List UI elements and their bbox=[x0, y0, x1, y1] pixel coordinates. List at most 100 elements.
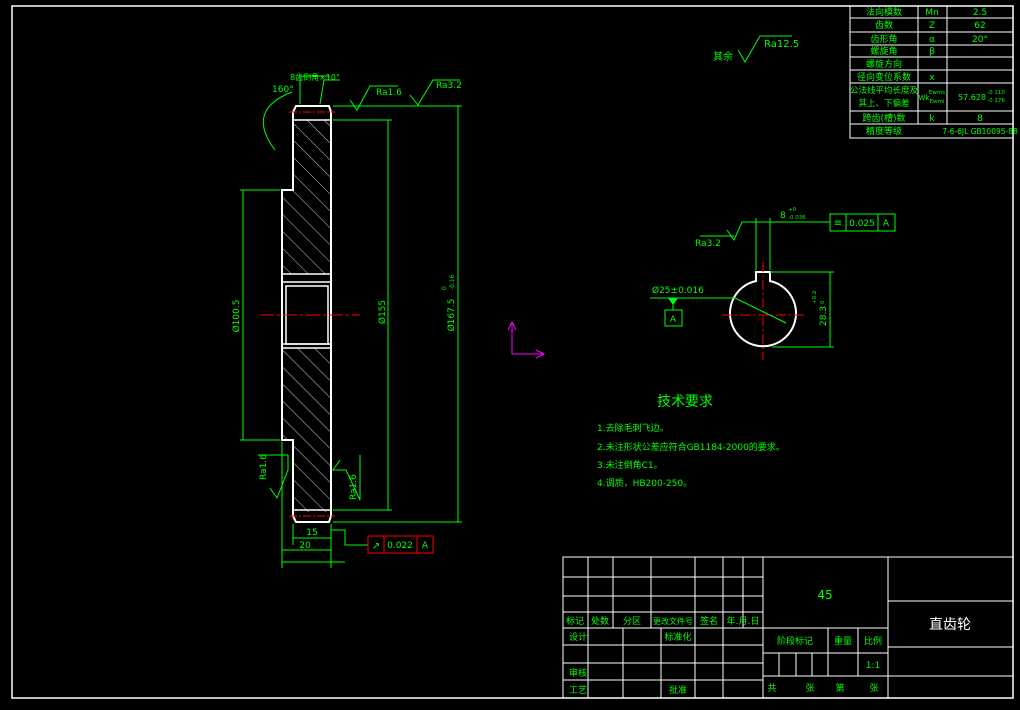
surface-rest-annotation: 其余 Ra12.5 bbox=[713, 35, 799, 63]
param-sym-6: Wk bbox=[919, 94, 931, 102]
tech-req-item-1: 1.去除毛刺飞边。 bbox=[597, 422, 669, 434]
param-name-1: 齿数 bbox=[875, 19, 893, 31]
drawing-border bbox=[11, 5, 1014, 699]
param-val-6: 57.628 bbox=[958, 93, 986, 102]
sheet-total: 共 bbox=[767, 683, 776, 694]
gear-dimension-text: Ø100.5 Ø155 Ø167.5 0 -0.16 8齿倒角×10° 160°… bbox=[231, 72, 462, 551]
param-name-3: 螺旋角 bbox=[870, 45, 897, 57]
technical-requirements: 技术要求 1.去除毛刺飞边。 2.未注形状公差应符合GB1184-2000的要求… bbox=[597, 394, 785, 489]
params-table-text: 法向模数 Mn 2.5 齿数 Z 62 齿形角 α 20° 螺旋角 β 螺旋方向… bbox=[850, 6, 1018, 137]
ucs-icon bbox=[507, 320, 546, 359]
param-val-1: 62 bbox=[974, 21, 985, 31]
tech-req-title: 技术要求 bbox=[657, 394, 713, 410]
scale-label: 比例 bbox=[864, 635, 882, 647]
param-sym-2: α bbox=[929, 35, 935, 45]
dim-d100: Ø100.5 bbox=[231, 300, 242, 333]
param-val-6-lo: -0.176 bbox=[987, 98, 1005, 104]
keyway-ra: Ra3.2 bbox=[695, 239, 721, 249]
row-check: 审核 bbox=[569, 667, 587, 679]
scale-value: 1:1 bbox=[866, 661, 880, 671]
symmetry-tolerance-frame: ≡ 0.025 A bbox=[829, 213, 896, 232]
hatch-lower-rim bbox=[293, 440, 331, 512]
title-block-text: 45 直齿轮 标记 处数 分区 更改文件号 签名 年.月.日 设计 标准化 审核… bbox=[566, 588, 971, 696]
header-col-4: 签名 bbox=[700, 615, 718, 627]
param-name-8: 精度等级 bbox=[866, 125, 902, 137]
row-approve: 批准 bbox=[669, 684, 687, 696]
surface-rest-value: Ra12.5 bbox=[764, 39, 799, 50]
param-sym-5: x bbox=[929, 73, 935, 83]
angle-160: 160° bbox=[272, 85, 294, 95]
sheet-unit-1: 张 bbox=[805, 683, 814, 694]
runout-value: 0.022 bbox=[387, 541, 413, 551]
dim-keyway-8-tol-lo: -0.036 bbox=[788, 215, 806, 221]
params-table bbox=[849, 5, 1014, 139]
keyway-view bbox=[722, 262, 806, 360]
sheet-no: 第 bbox=[835, 682, 844, 694]
tech-req-item-3: 3.未注倒角C1。 bbox=[597, 459, 663, 471]
param-name-5: 径向变位系数 bbox=[857, 71, 911, 83]
ra-left: Ra1.6 bbox=[259, 454, 269, 480]
header-col-3: 更改文件号 bbox=[653, 616, 693, 626]
symmetry-symbol: ≡ bbox=[834, 218, 842, 229]
param-name-7: 跨齿(槽)数 bbox=[862, 112, 905, 124]
symmetry-value: 0.025 bbox=[849, 219, 875, 229]
surface-rest-prefix: 其余 bbox=[713, 50, 733, 63]
param-sym-0: Mn bbox=[925, 8, 938, 18]
dim-20: 20 bbox=[299, 541, 311, 551]
param-val-8: 7-6-6JL GB10095-88 bbox=[942, 127, 1018, 136]
param-name-0: 法向模数 bbox=[866, 6, 902, 18]
row-design: 设计 bbox=[569, 631, 587, 643]
dim-d155: Ø155 bbox=[377, 300, 388, 324]
param-sym-6b: Ewms bbox=[929, 90, 945, 96]
param-sym-1: Z bbox=[929, 21, 935, 31]
header-col-0: 标记 bbox=[566, 615, 584, 627]
chamfer-note: 8齿倒角×10° bbox=[290, 72, 340, 82]
tech-req-item-2: 2.未注形状公差应符合GB1184-2000的要求。 bbox=[597, 441, 785, 453]
row-standard: 标准化 bbox=[664, 631, 691, 643]
symmetry-datum: A bbox=[883, 219, 890, 229]
dim-283-tol-lo: 0 bbox=[820, 300, 826, 304]
tech-req-item-4: 4.调质，HB200-250。 bbox=[597, 477, 692, 489]
param-val-0: 2.5 bbox=[973, 8, 987, 18]
dim-keyway-8-tol-up: +0 bbox=[788, 207, 797, 213]
param-sym-7: k bbox=[929, 114, 935, 124]
keyway-text: 8 +0 -0.036 Ra3.2 Ø25±0.016 28.3 +0.2 0 bbox=[652, 207, 829, 326]
datum-a-symbol: A bbox=[664, 298, 683, 327]
runout-datum: A bbox=[422, 541, 429, 551]
roughness-symbol-rest bbox=[737, 35, 792, 63]
param-val-2: 20° bbox=[972, 35, 988, 45]
hatch-lower-hub bbox=[282, 348, 331, 440]
part-name: 直齿轮 bbox=[929, 616, 971, 633]
datum-a-label: A bbox=[670, 315, 677, 325]
ra-top-2: Ra3.2 bbox=[436, 81, 462, 91]
gear-dimensions bbox=[240, 75, 462, 568]
param-sym-3: β bbox=[929, 47, 935, 57]
title-block bbox=[562, 556, 1014, 699]
dim-d167-tol-lo: -0.16 bbox=[449, 274, 456, 290]
sheet-unit-2: 张 bbox=[869, 683, 878, 694]
row-process: 工艺 bbox=[569, 685, 587, 696]
material: 45 bbox=[817, 588, 832, 602]
param-name-4: 螺旋方向 bbox=[866, 58, 902, 70]
dim-283: 28.3 bbox=[819, 306, 829, 326]
dim-283-tol-up: +0.2 bbox=[812, 291, 818, 304]
header-col-1: 处数 bbox=[591, 615, 609, 627]
dim-15: 15 bbox=[306, 528, 317, 538]
header-col-5: 年.月.日 bbox=[727, 615, 760, 627]
keyway-outline bbox=[729, 271, 797, 348]
param-val-7: 8 bbox=[977, 114, 983, 124]
dim-d167: Ø167.5 bbox=[446, 299, 457, 332]
ra-right: Ra1.6 bbox=[349, 474, 359, 500]
runout-tolerance-frame: ↗ 0.022 A bbox=[367, 535, 434, 554]
gear-section-view bbox=[260, 105, 360, 523]
runout-symbol: ↗ bbox=[372, 541, 380, 552]
param-val-6-up: -0.110 bbox=[987, 90, 1005, 96]
ra-top-1: Ra1.6 bbox=[376, 88, 402, 98]
param-sym-6c: Ewmi bbox=[930, 99, 945, 105]
weight: 重量 bbox=[834, 635, 852, 647]
keyway-dimensions bbox=[650, 218, 834, 348]
bore-dimension: Ø25±0.016 bbox=[652, 285, 704, 296]
param-name-6a: 公法线平均长度及 bbox=[850, 85, 919, 96]
stage-mark: 阶段标记 bbox=[777, 635, 813, 647]
